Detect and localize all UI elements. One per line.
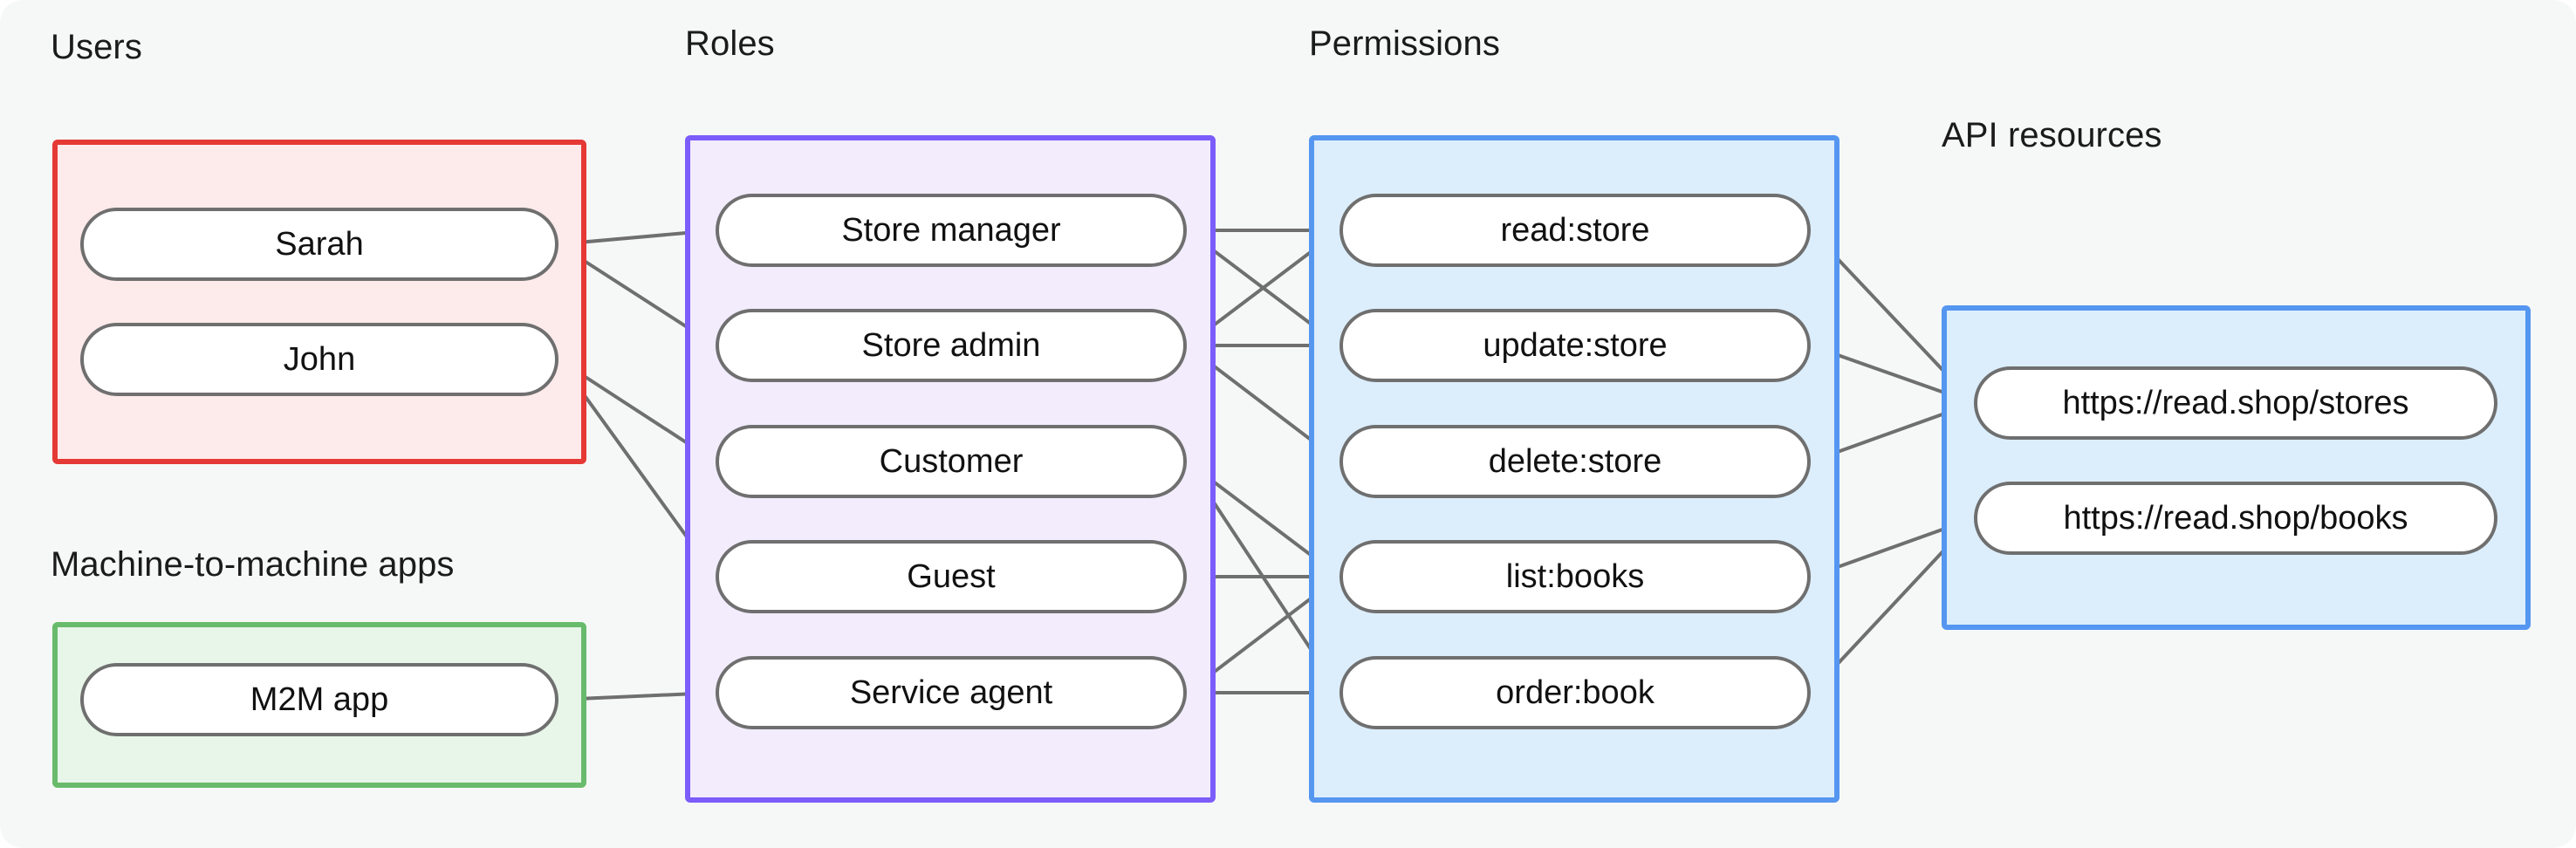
node-res-stores[interactable]: https://read.shop/stores — [1974, 366, 2497, 440]
group-box-users — [52, 140, 586, 464]
group-title-m2m: Machine-to-machine apps — [51, 545, 455, 584]
node-john[interactable]: John — [80, 323, 558, 396]
node-sarah[interactable]: Sarah — [80, 208, 558, 281]
node-store-admin[interactable]: Store admin — [716, 309, 1187, 382]
node-m2mapp[interactable]: M2M app — [80, 663, 558, 736]
node-service-agent[interactable]: Service agent — [716, 656, 1187, 729]
group-title-users: Users — [51, 28, 142, 66]
node-update-store[interactable]: update:store — [1339, 309, 1811, 382]
node-read-store[interactable]: read:store — [1339, 194, 1811, 267]
node-order-book[interactable]: order:book — [1339, 656, 1811, 729]
node-store-manager[interactable]: Store manager — [716, 194, 1187, 267]
group-box-api-resources — [1942, 305, 2531, 630]
group-title-permissions: Permissions — [1309, 24, 1500, 63]
node-customer[interactable]: Customer — [716, 425, 1187, 498]
group-title-roles: Roles — [685, 24, 775, 63]
node-delete-store[interactable]: delete:store — [1339, 425, 1811, 498]
node-res-books[interactable]: https://read.shop/books — [1974, 482, 2497, 555]
node-guest[interactable]: Guest — [716, 540, 1187, 613]
node-list-books[interactable]: list:books — [1339, 540, 1811, 613]
group-title-api-resources: API resources — [1942, 116, 2162, 154]
